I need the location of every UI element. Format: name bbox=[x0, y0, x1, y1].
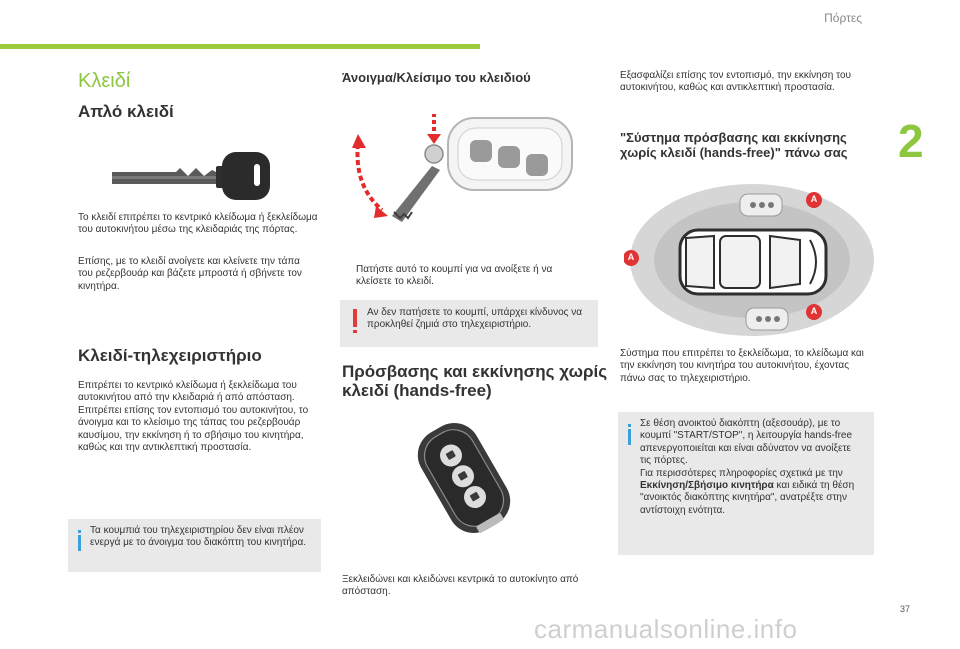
keyless-system-text: Σύστημα που επιτρέπει το ξεκλείδωμα, το … bbox=[620, 348, 864, 384]
keyless-zone-diagram bbox=[624, 184, 874, 336]
page-number: 37 bbox=[900, 604, 911, 614]
section-label: Πόρτες bbox=[824, 11, 862, 25]
open-close-instruction: Πατήστε αυτό το κουμπί για να ανοίξετε ή… bbox=[356, 264, 553, 288]
key-fob-icon bbox=[739, 193, 783, 217]
key-fob-icon bbox=[745, 307, 789, 331]
hands-free-text: Ξεκλειδώνει και κλειδώνει κεντρικά το αυ… bbox=[342, 574, 579, 598]
warning-icon bbox=[353, 309, 357, 327]
simple-key-text-1: Το κλειδί επιτρέπει το κεντρικό κλείδωμα… bbox=[78, 212, 318, 236]
heading-open-close-key: Άνοιγμα/Κλείσιμο του κλειδιού bbox=[342, 70, 531, 85]
heading-remote-key: Κλειδί-τηλεχειριστήριο bbox=[78, 346, 262, 365]
zone-label-a: A bbox=[627, 252, 635, 262]
info-box-keyless: Σε θέση ανοικτού διακόπτη (αξεσουάρ), με… bbox=[618, 412, 874, 555]
warning-box: Αν δεν πατήσετε το κουμπί, υπάρχει κίνδυ… bbox=[340, 300, 598, 347]
hands-free-key-illustration bbox=[417, 423, 511, 533]
page-title: Κλειδί bbox=[78, 70, 131, 92]
link-engine-start-stop: Εκκίνηση/Σβήσιμο κινητήρα bbox=[640, 480, 774, 492]
info-icon bbox=[628, 424, 631, 427]
simple-key-illustration bbox=[112, 152, 270, 200]
zone-label-a: A bbox=[810, 194, 818, 204]
col3-intro-text: Εξασφαλίζει επίσης τον εντοπισμό, την εκ… bbox=[620, 70, 851, 94]
header-bar bbox=[0, 44, 480, 49]
key-fold-illustration bbox=[352, 114, 573, 222]
heading-simple-key: Απλό κλειδί bbox=[78, 102, 174, 121]
chapter-number: 2 bbox=[898, 115, 924, 167]
zone-label-a: A bbox=[810, 306, 818, 316]
info-icon bbox=[78, 530, 81, 533]
watermark: carmanualsonline.info bbox=[534, 614, 798, 644]
remote-key-text: Επιτρέπει το κεντρικό κλείδωμα ή ξεκλείδ… bbox=[78, 380, 309, 454]
simple-key-text-2: Επίσης, με το κλειδί ανοίγετε και κλείνε… bbox=[78, 256, 302, 292]
info-box-remote: Τα κουμπιά του τηλεχειριστηρίου δεν είνα… bbox=[68, 519, 321, 572]
